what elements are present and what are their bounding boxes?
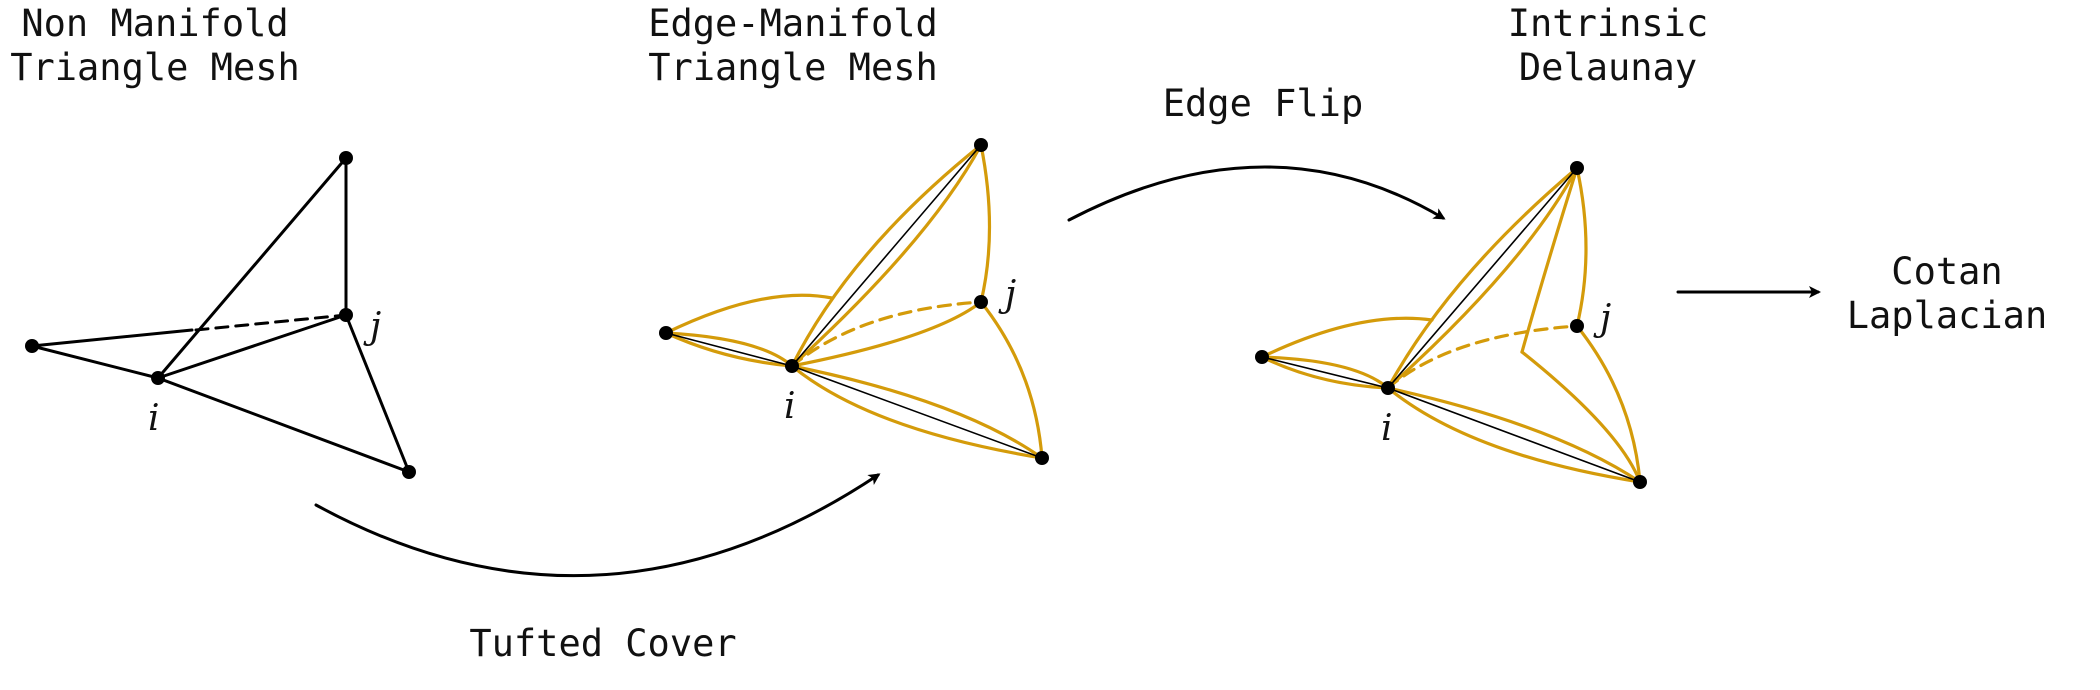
gold-edge-i-top-inner (790, 143, 983, 368)
black-edge-i-bottom (1387, 387, 1641, 483)
edge-manifold-vertices (659, 138, 1049, 465)
vertex-bottom (1633, 475, 1647, 489)
non-manifold-title-line2: Triangle Mesh (10, 46, 300, 89)
vertex-i-label: i (148, 398, 160, 439)
gold-edge-i-j-dashed (1386, 324, 1579, 390)
vertex-i (785, 359, 799, 373)
edge-manifold-title-line1: Edge-Manifold (648, 2, 938, 45)
gold-edge-left-upper (664, 293, 834, 335)
intrinsic-black-edges (1261, 167, 1641, 483)
gold-edge-top-j (1575, 166, 1588, 328)
vertex-left (659, 326, 673, 340)
gold-edge-left-i (1260, 355, 1390, 390)
edge-manifold-title-line2: Triangle Mesh (648, 46, 938, 89)
vertex-bottom (1035, 451, 1049, 465)
intrinsic-delaunay-title-line2: Delaunay (1519, 46, 1697, 89)
vertex-left (1255, 350, 1269, 364)
edge-manifold-panel: Edge-Manifold Triangle Mesh (648, 2, 1049, 465)
vertex-j-label: j (998, 274, 1016, 315)
vertex-top (1570, 161, 1584, 175)
black-edge-i-top (1387, 167, 1578, 389)
non-manifold-edges (30, 156, 411, 474)
intrinsic-delaunay-title-line1: Intrinsic (1508, 2, 1708, 45)
non-manifold-title-line1: Non Manifold (21, 2, 288, 45)
gold-edge-j-bottom (1575, 324, 1642, 484)
vertex-j (1570, 319, 1584, 333)
gold-edge-i-bottom-lower (790, 364, 1044, 460)
gold-edge-i-bottom-upper (790, 364, 1044, 460)
vertex-bottom (402, 465, 416, 479)
gold-edge-j-bottom (979, 300, 1044, 460)
vertex-top (974, 138, 988, 152)
edge-left-top (30, 328, 194, 348)
vertex-left (25, 339, 39, 353)
intrinsic-delaunay-panel: Intrinsic Delaunay i (1255, 2, 1708, 489)
tufted-cover-arrow: Tufted Cover (314, 473, 881, 665)
gold-edge-i-j (790, 300, 983, 368)
black-edge-i-top (791, 144, 982, 367)
edge-flip-arrow-curve (1067, 165, 1446, 222)
vertex-top (339, 151, 353, 165)
black-edge-i-bottom (791, 365, 1043, 459)
gold-edge-i-bottom-upper (1386, 386, 1642, 484)
gold-edge-left-lower (1260, 355, 1390, 390)
black-edge-left-i (1261, 356, 1389, 389)
gold-edge-i-top-outer (1386, 166, 1579, 390)
gold-edge-flipped-bottom (1520, 350, 1642, 484)
edge-j-bottom (344, 313, 411, 474)
gold-edge-left-i (664, 331, 794, 368)
tufted-cover-arrow-curve (314, 473, 881, 578)
gold-edge-left-lower (664, 331, 794, 368)
edge-manifold-black-edges (665, 144, 1043, 459)
vertex-i (151, 371, 165, 385)
edge-i-top (156, 156, 348, 380)
vertex-j-label: j (363, 306, 381, 347)
intrinsic-vertices (1255, 161, 1647, 489)
gold-edge-flipped-top (1520, 166, 1579, 354)
gold-edge-top-j (979, 143, 992, 304)
tufted-cover-label: Tufted Cover (469, 622, 736, 665)
vertex-j (339, 308, 353, 322)
edge-manifold-gold-edges (664, 143, 1044, 460)
edge-i-j (156, 313, 348, 380)
vertex-i-label: i (1381, 408, 1393, 449)
gold-edge-i-j-dashed (790, 300, 983, 368)
gold-edge-i-top-outer (790, 143, 983, 368)
vertex-j (974, 295, 988, 309)
non-manifold-panel: Non Manifold Triangle Mesh i j (10, 2, 416, 479)
vertex-j-label: j (1593, 298, 1611, 339)
intrinsic-gold-edges (1260, 166, 1642, 484)
gold-edge-left-upper (1260, 316, 1434, 359)
non-manifold-vertices (25, 151, 416, 479)
edge-left-i (30, 344, 160, 380)
vertex-i (1381, 381, 1395, 395)
edge-hidden-dashed (194, 313, 348, 332)
result-line2: Laplacian (1847, 294, 2047, 337)
black-edge-left-i (665, 332, 793, 367)
edge-flip-arrow: Edge Flip (1067, 82, 1446, 222)
result-label: Cotan Laplacian (1847, 250, 2047, 337)
result-line1: Cotan (1891, 250, 2002, 293)
gold-edge-i-bottom-lower (1386, 386, 1642, 484)
edge-i-bottom (156, 376, 411, 474)
edge-flip-label: Edge Flip (1163, 82, 1363, 125)
vertex-i-label: i (784, 386, 796, 427)
gold-edge-i-top-inner (1386, 166, 1579, 390)
